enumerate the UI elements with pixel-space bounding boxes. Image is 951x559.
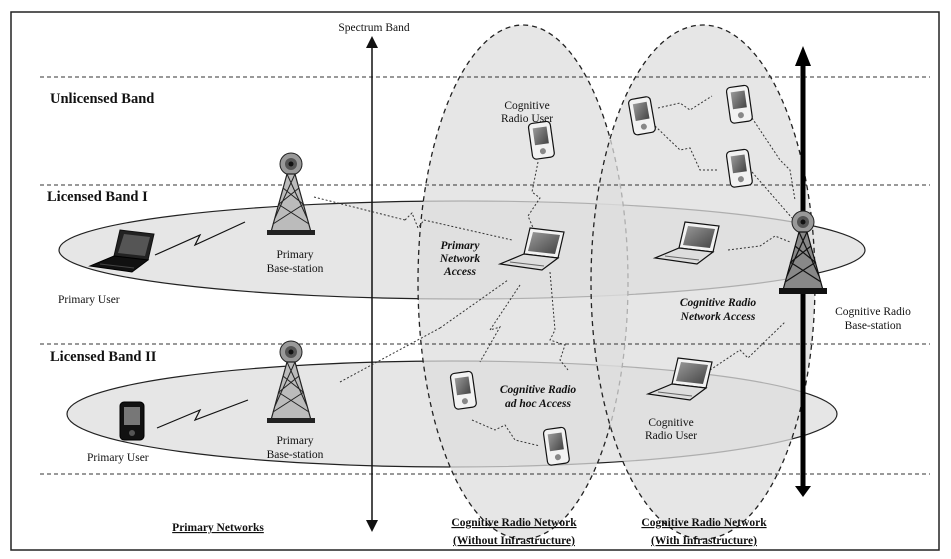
link-zigzag (527, 161, 541, 231)
primary-user-2-link (156, 399, 249, 429)
cr-base-station-icon (779, 210, 827, 294)
primary-base-station-1-label-line2: Base-station (267, 263, 324, 275)
link-zigzag (404, 212, 425, 230)
cr-phone-topright-2-icon (725, 84, 753, 124)
spectrum-band-label: Spectrum Band (338, 22, 409, 34)
primary-base-station-2-label-line2: Base-station (267, 449, 324, 461)
diagram-frame (10, 11, 940, 551)
primary-network-access-line2: Network (439, 253, 481, 265)
cr-user-bottom-label-line2: Radio User (645, 430, 697, 442)
primary-base-station-1-label-line1: Primary (276, 249, 313, 261)
cr-phone-topright-3-icon (725, 148, 753, 188)
primary-network-access-line1: Primary (441, 240, 481, 252)
primary-base-station-2-label-line1: Primary (276, 435, 313, 447)
spectrum-axis-arrow-down (366, 520, 378, 532)
link-line (423, 219, 513, 241)
licensed-band-1-label: Licensed Band I (47, 189, 148, 205)
crn-without-caption-line1: Cognitive Radio Network (451, 517, 577, 529)
primary-base-station-2-icon (267, 340, 315, 423)
link-zigzag (657, 95, 713, 111)
primary-user-1-link (154, 221, 246, 256)
cr-spectrum-arrow-down (795, 486, 811, 497)
primary-user-1-label: Primary User (58, 294, 120, 306)
crn-without-caption-line2: (Without Infrastructure) (453, 535, 575, 547)
primary-network-access-line3: Access (443, 266, 476, 278)
link-zigzag (751, 117, 796, 201)
link-line (439, 279, 509, 329)
link-zigzag (479, 284, 521, 363)
cr-spectrum-arrow-up (795, 46, 811, 66)
primary-user-phone-icon (119, 401, 145, 441)
link-zigzag (727, 235, 791, 251)
cr-network-access-line1: Cognitive Radio (680, 297, 757, 309)
link-zigzag (709, 321, 786, 371)
cr-user-bottom-label-line1: Cognitive (648, 417, 693, 429)
cr-adhoc-phone-1-icon (449, 370, 477, 410)
primary-base-station-1-icon (267, 152, 315, 235)
cr-user-laptop-icon (645, 357, 713, 401)
cr-user-top-label-line1: Cognitive (504, 100, 549, 112)
cr-user-phone-top-icon (527, 120, 555, 160)
link-zigzag (654, 125, 718, 171)
cr-phone-topright-1-icon (628, 96, 656, 136)
cr-base-station-label-line2: Base-station (845, 320, 902, 332)
cr-network-access-line2: Network Access (680, 311, 756, 323)
cr-adhoc-access-line1: Cognitive Radio (500, 384, 577, 396)
cr-user-top-label-line2: Radio User (501, 113, 553, 125)
link-zigzag (471, 419, 541, 447)
cr-base-station-label-line1: Cognitive Radio (835, 306, 911, 318)
crn-with-caption-line1: Cognitive Radio Network (641, 517, 767, 529)
cr-laptop-infrastructure-icon (652, 221, 720, 265)
unlicensed-band-label: Unlicensed Band (50, 91, 154, 107)
primary-networks-caption: Primary Networks (172, 522, 264, 534)
primary-user-laptop-icon (88, 229, 155, 273)
spectrum-axis-arrow-up (366, 36, 378, 48)
cr-adhoc-phone-2-icon (542, 426, 570, 466)
connection-links (313, 95, 796, 447)
cr-laptop-primary-access-icon (497, 227, 565, 271)
link-line (339, 327, 441, 383)
link-zigzag (549, 271, 569, 371)
primary-user-2-label: Primary User (87, 452, 149, 464)
cr-adhoc-access-line2: ad hoc Access (505, 398, 572, 410)
licensed-band-2-label: Licensed Band II (50, 349, 157, 365)
crn-with-caption-line2: (With Infrastructure) (651, 535, 757, 547)
